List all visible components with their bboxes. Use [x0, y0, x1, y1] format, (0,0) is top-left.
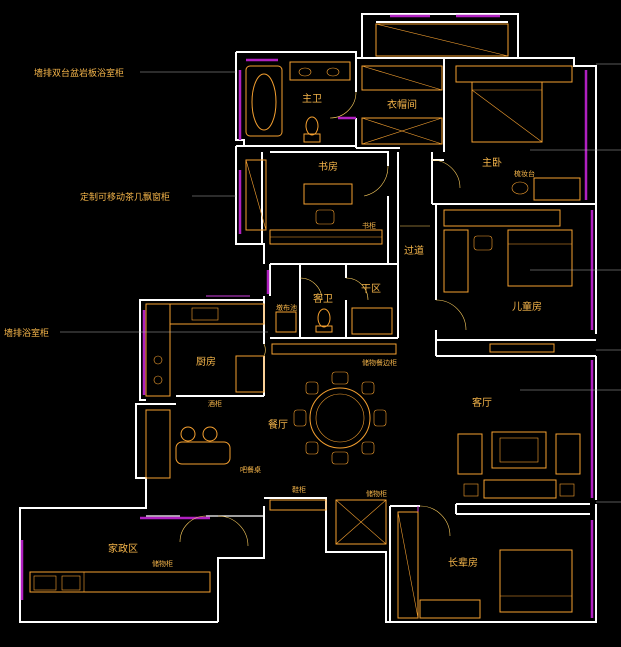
label-housekeeping: 家政区	[108, 542, 138, 555]
label-guest-bath: 客卫	[313, 292, 333, 305]
kitchen-fixtures	[145, 303, 265, 479]
leader-lines	[60, 63, 621, 503]
label-master-bath: 主卫	[302, 93, 322, 105]
master-bath-fixtures	[245, 61, 357, 143]
label-dining-sideboard: 储物餐边柜	[362, 358, 397, 367]
label-living: 客厅	[472, 396, 492, 409]
annotation-bay-window: 定制可移动茶几飘窗柜	[80, 191, 170, 203]
label-broom: 墩布池	[276, 303, 297, 312]
master-bedroom-furniture	[431, 65, 581, 201]
windows	[20, 14, 594, 618]
kids-room-furniture	[435, 209, 573, 353]
study-furniture	[245, 159, 389, 245]
label-wine-cabinet: 酒柜	[208, 399, 222, 408]
annotation-bath-cabinet: 墙排浴室柜	[4, 327, 49, 339]
room-labels: 主卫 衣帽间 主卧 书房 过道 儿童房 客卫 干区 厨房 餐厅 客厅 家政区 长…	[108, 93, 542, 569]
label-bar-table: 吧餐桌	[240, 465, 261, 474]
exterior-walls	[19, 13, 597, 623]
label-storage-cabinet-hall: 储物柜	[366, 489, 387, 498]
elder-room-furniture	[397, 505, 573, 619]
annotations: 墙排双台盆岩板浴室柜 定制可移动茶几飘窗柜 墙排浴室柜	[4, 67, 170, 339]
annotation-vanity: 墙排双台盆岩板浴室柜	[34, 67, 124, 79]
label-corridor: 过道	[404, 244, 424, 257]
label-elder-room: 长辈房	[448, 556, 478, 569]
label-bookcase: 书柜	[362, 221, 376, 230]
label-storage-cabinet-house: 储物柜	[152, 559, 173, 568]
furniture-labels: 书柜 梳妆台 墩布池 储物餐边柜 吧餐桌 鞋柜 储物柜 储物柜 酒柜	[152, 169, 535, 568]
label-closet: 衣帽间	[387, 98, 417, 111]
living-furniture	[457, 431, 581, 499]
label-kitchen: 厨房	[196, 355, 216, 368]
guest-bath-fixtures	[271, 277, 397, 355]
label-study: 书房	[318, 160, 338, 173]
label-shoe-cabinet: 鞋柜	[292, 485, 306, 494]
door-swings	[263, 225, 430, 357]
label-dining: 餐厅	[268, 418, 288, 431]
label-makeup-table: 梳妆台	[514, 169, 535, 178]
housekeeping-fixtures	[29, 515, 249, 593]
label-master-bedroom: 主卧	[482, 156, 502, 169]
label-kids-room: 儿童房	[512, 300, 542, 313]
label-dry-area: 干区	[361, 283, 381, 295]
closet-cabinets	[361, 23, 509, 145]
interior-walls	[146, 58, 596, 622]
dining-set	[269, 371, 387, 545]
